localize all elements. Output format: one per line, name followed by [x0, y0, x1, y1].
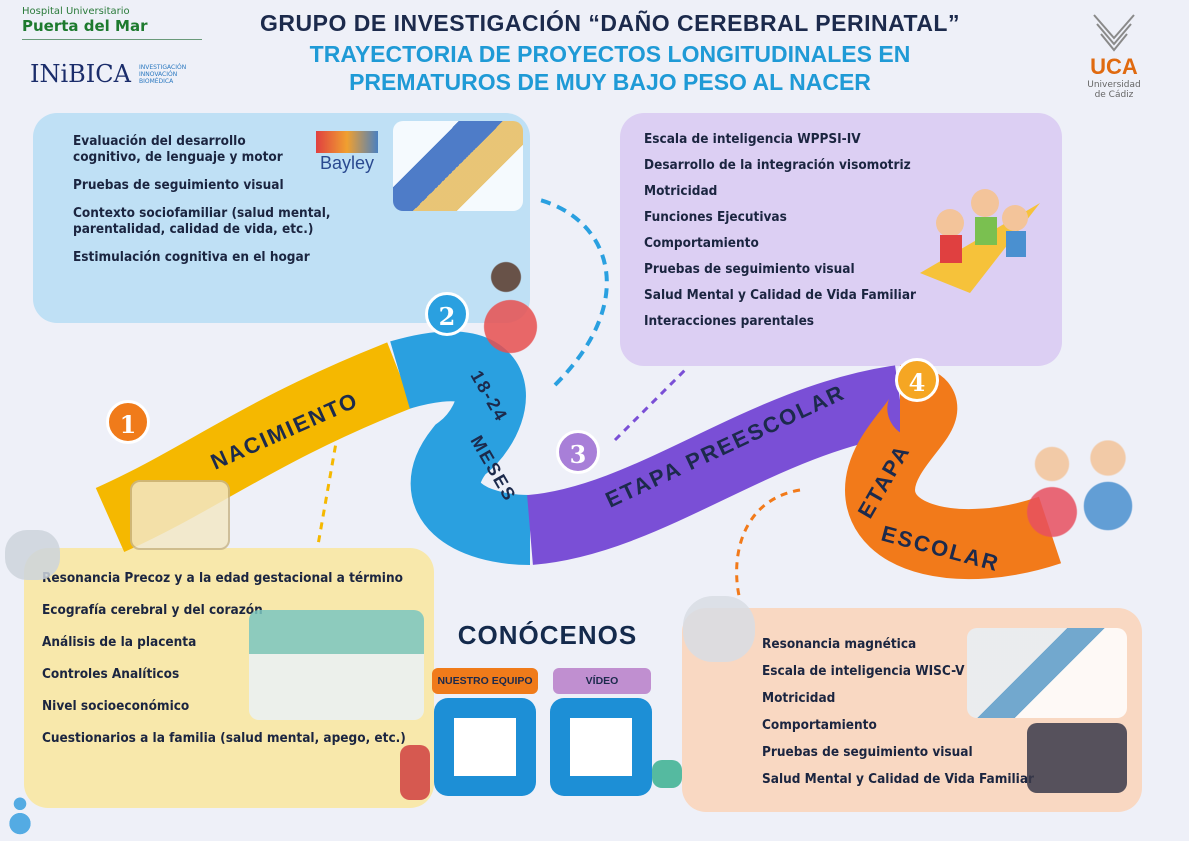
road-segment-18-24 [390, 331, 532, 565]
baby-playing-illustration [470, 255, 560, 365]
nuestro-equipo-tag: NUESTRO EQUIPO [432, 668, 538, 694]
nicu-illustration [249, 610, 424, 720]
bayley-logo: Bayley [316, 131, 378, 174]
list-item: Salud Mental y Calidad de Vida Familiar [644, 287, 917, 303]
school-kids-illustration [1010, 440, 1150, 560]
test-case-image [1027, 723, 1127, 793]
list-item: Evaluación del desarrollo cognitivo, de … [73, 133, 283, 165]
list-item: Controles Analíticos [42, 666, 180, 682]
list-item: Escala de inteligencia WPPSI-IV [644, 131, 861, 147]
box-nacimiento: Resonancia Precoz y a la edad gestaciona… [24, 548, 434, 808]
box-escolar: Resonancia magnética Escala de inteligen… [682, 608, 1142, 812]
list-item: Ecografía cerebral y del corazón [42, 602, 263, 618]
hospital-line2: Puerta del Mar [22, 17, 148, 35]
list-item: Contexto sociofamiliar (salud mental, pa… [73, 205, 331, 237]
family-icon-illustration [0, 795, 40, 839]
road-segment-escolar [844, 365, 1062, 580]
arrow-escolar [735, 488, 801, 601]
list-item: Nivel socioeconómico [42, 698, 190, 714]
list-item: Pruebas de seguimiento visual [762, 744, 973, 760]
team-blocks-illustration [400, 745, 430, 800]
hospital-line1: Hospital Universitario [22, 6, 130, 17]
uca-emblem-icon [1093, 14, 1135, 52]
list-item: Resonancia Precoz y a la edad gestaciona… [42, 570, 403, 586]
box-preescolar: Escala de inteligencia WPPSI-IV Desarrol… [620, 113, 1062, 366]
page-title: GRUPO DE INVESTIGACIÓN “DAÑO CEREBRAL PE… [260, 10, 960, 36]
list-item: Salud Mental y Calidad de Vida Familiar [762, 771, 1035, 787]
box-18-24-months: Evaluación del desarrollo cognitivo, de … [33, 113, 530, 323]
list-item: Comportamiento [644, 235, 759, 251]
list-item: Comportamiento [762, 717, 877, 733]
uca-text: UCA [1090, 54, 1138, 79]
page-subtitle: TRAYECTORIA DE PROYECTOS LONGITUDINALES … [309, 41, 911, 95]
wisc-kit-image [967, 628, 1127, 718]
arrow-preescolar [613, 368, 687, 442]
hospital-logo: Hospital Universitario Puerta del Mar [22, 6, 202, 40]
conocenos-title: CONÓCENOS [457, 620, 638, 650]
mri-scanner-image [683, 596, 755, 662]
stage-pin-1: 1 [106, 400, 150, 444]
list-item: Escala de inteligencia WISC-V [762, 663, 965, 679]
stage-pin-3: 3 [556, 430, 600, 474]
list-item: Cuestionarios a la familia (salud mental… [42, 730, 406, 746]
stage-pin-4: 4 [895, 358, 939, 402]
list-item: Interacciones parentales [644, 313, 815, 329]
video-camera-icon [652, 760, 682, 788]
list-item: Motricidad [762, 690, 836, 706]
list-item: Desarrollo de la integración visomotriz [644, 157, 911, 173]
qr-nuestro-equipo[interactable] [434, 698, 536, 796]
list-item: Resonancia magnética [762, 636, 917, 652]
qr-video[interactable] [550, 698, 652, 796]
list-item: Pruebas de seguimiento visual [73, 177, 284, 193]
bayley-kit-image [393, 121, 523, 211]
stage-pin-2: 2 [425, 292, 469, 336]
list-item: Estimulación cognitiva en el hogar [73, 249, 310, 265]
arrow-nacimiento [316, 419, 342, 546]
road-segment-preescolar [526, 365, 906, 565]
list-item: Pruebas de seguimiento visual [644, 261, 855, 277]
list-item: Funciones Ejecutivas [644, 209, 787, 225]
inibica-text: INiBICA [30, 60, 131, 88]
bayley-graphic [316, 131, 378, 153]
kids-paper-plane-illustration [920, 189, 1040, 293]
mri-small-image [5, 530, 60, 580]
list-item: Análisis de la placenta [42, 634, 197, 650]
incubator-illustration [130, 480, 230, 550]
arrow-18-24 [539, 198, 609, 387]
video-tag: VÍDEO [553, 668, 651, 694]
list-item: Motricidad [644, 183, 718, 199]
